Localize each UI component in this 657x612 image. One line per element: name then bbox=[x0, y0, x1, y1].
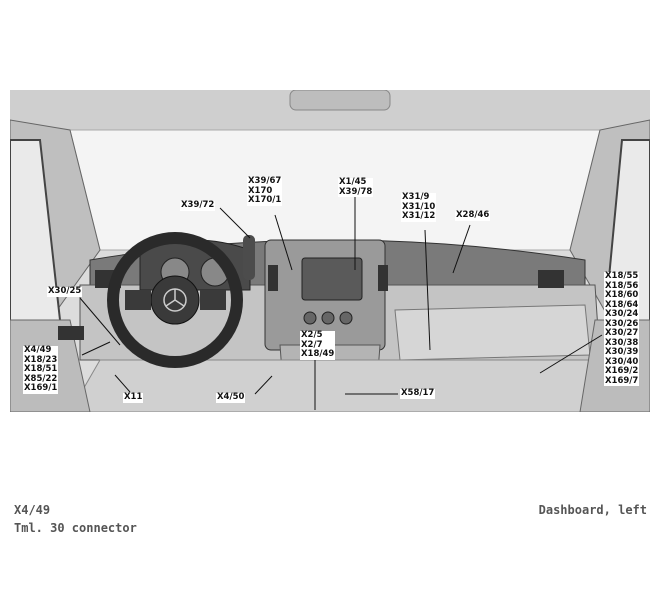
label-group-x4-49: X4/49 X18/23 X18/51 X85/22 X169/1 bbox=[23, 345, 59, 394]
hvac-knob-left bbox=[303, 311, 317, 325]
radio-display bbox=[301, 257, 363, 301]
label-x30-25: X30/25 bbox=[47, 286, 83, 297]
leader-right-group bbox=[539, 334, 603, 374]
windshield bbox=[69, 129, 601, 251]
hvac-knob-right bbox=[339, 311, 353, 325]
label-group-x2: X2/5 X2/7 X18/49 bbox=[300, 330, 336, 360]
window-switch-icon bbox=[58, 326, 84, 340]
floor bbox=[69, 359, 611, 412]
caption-left: X4/49 Tml. 30 connector bbox=[14, 501, 334, 537]
leader-x39-72 bbox=[219, 207, 251, 239]
label-x58-17: X58/17 bbox=[400, 388, 436, 399]
column-stalk bbox=[243, 235, 255, 280]
label-x4-50: X4/50 bbox=[216, 392, 246, 403]
caption-right: Dashboard, left bbox=[387, 501, 647, 519]
leader-lines bbox=[79, 195, 603, 410]
steering-spoke-right bbox=[200, 290, 226, 310]
connector-location: Dashboard, left bbox=[538, 503, 647, 517]
leader-x31 bbox=[424, 229, 431, 351]
vent-right bbox=[538, 270, 564, 288]
glovebox bbox=[394, 304, 591, 361]
leader-x11 bbox=[114, 374, 131, 393]
vent-left-center bbox=[268, 265, 278, 291]
leader-x28-46 bbox=[452, 224, 471, 274]
label-group-right: X18/55 X18/56 X18/60 X18/64 X30/24 X30/2… bbox=[604, 271, 640, 386]
label-x11: X11 bbox=[123, 392, 144, 403]
label-x39-72: X39/72 bbox=[180, 200, 216, 211]
connector-code: X4/49 bbox=[14, 503, 51, 517]
overhead-console bbox=[289, 90, 391, 111]
label-group-x31: X31/9 X31/10 X31/12 bbox=[401, 192, 437, 222]
connector-description: Tml. 30 connector bbox=[14, 521, 137, 535]
vent-right-center bbox=[378, 265, 388, 291]
dashboard-illustration: X39/72 X39/67 X170 X170/1 X1/45 X39/78 X… bbox=[10, 90, 650, 412]
label-group-x39-67: X39/67 X170 X170/1 bbox=[247, 176, 283, 206]
steering-wheel-rim bbox=[107, 232, 243, 368]
leader-x30-25 bbox=[79, 297, 121, 346]
leader-x4-49 bbox=[81, 341, 111, 356]
label-group-x1-45: X1/45 X39/78 bbox=[338, 177, 374, 197]
leader-x39-67 bbox=[274, 214, 293, 271]
hvac-knob-center bbox=[321, 311, 335, 325]
dashboard-drawing bbox=[10, 90, 650, 412]
label-x28-46: X28/46 bbox=[455, 210, 491, 221]
leader-x4-50 bbox=[254, 375, 273, 395]
star-logo-arms-icon bbox=[165, 289, 185, 307]
steering-spoke-left bbox=[125, 290, 151, 310]
